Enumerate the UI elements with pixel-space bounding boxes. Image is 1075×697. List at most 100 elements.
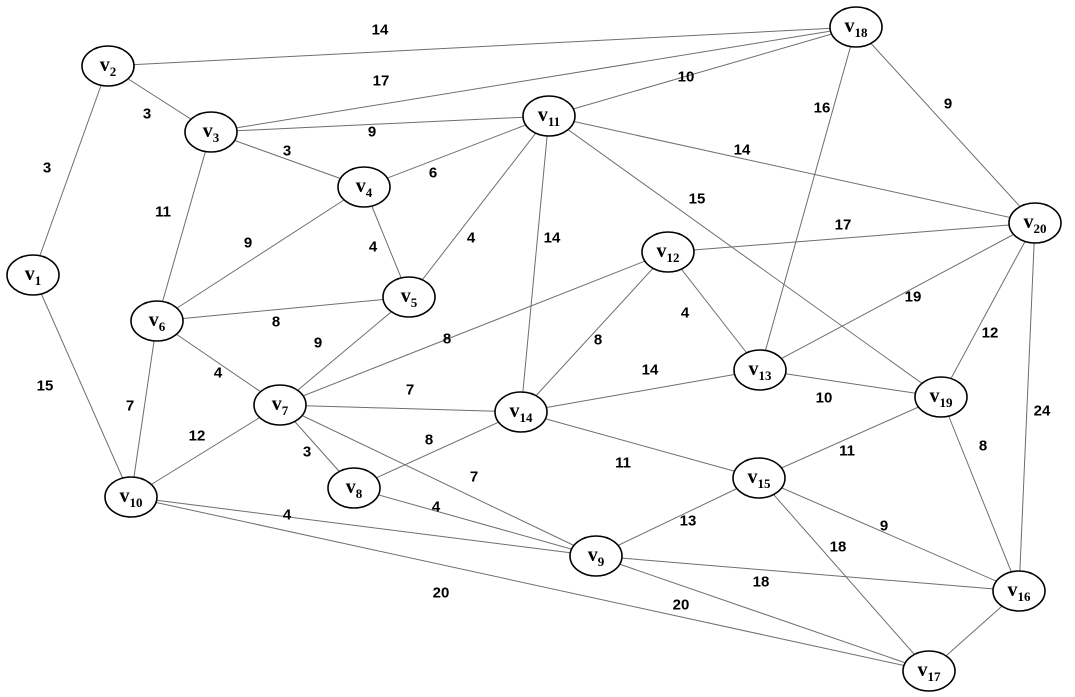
edge-weight-v18-v20: 9 (944, 96, 952, 113)
node-label: v1 (25, 263, 42, 288)
node-v20: v20 (1008, 202, 1062, 244)
node-label-subscript: 13 (759, 368, 773, 383)
edge-v12-v20 (667, 222, 1036, 253)
nodes-layer: v1v2v3v4v5v6v7v8v9v10v11v12v13v14v15v16v… (6, 6, 1062, 692)
node-ellipse (382, 276, 436, 318)
edge-weight-v11-v20: 14 (734, 142, 751, 159)
edge-v12-v13 (667, 251, 761, 371)
node-label-subscript: 7 (282, 403, 289, 418)
edge-weight-v3-v6: 11 (155, 204, 171, 221)
edge-v3-v11 (210, 115, 550, 133)
node-label-subscript: 16 (1018, 589, 1032, 604)
edge-v4-v6 (156, 186, 365, 322)
edge-weight-v5-v6: 8 (272, 314, 280, 331)
node-label: v10 (120, 485, 143, 510)
edge-v5-v11 (408, 115, 550, 298)
edge-v7-v14 (279, 404, 522, 413)
node-label-prefix: v (346, 476, 356, 498)
node-label-subscript: 2 (110, 64, 117, 79)
node-ellipse (6, 254, 60, 296)
edge-v18-v20 (855, 26, 1036, 224)
edge-weight-v5-v7: 9 (314, 335, 322, 352)
node-label-prefix: v (510, 400, 520, 422)
node-label-prefix: v (538, 104, 548, 126)
edge-weight-v13-v19: 10 (816, 390, 833, 407)
node-ellipse (733, 349, 787, 391)
edge-weight-v14-v15: 11 (615, 455, 631, 472)
edge-v9-v10 (130, 496, 597, 557)
edge-weight-v13-v14: 14 (642, 362, 659, 379)
edge-v11-v14 (520, 115, 550, 413)
edge-v13-v18 (759, 26, 857, 371)
edge-v4-v11 (363, 115, 550, 188)
edge-v9-v17 (595, 555, 930, 672)
node-label-prefix: v (930, 385, 940, 407)
edge-weight-v5-v11: 4 (467, 230, 476, 247)
edge-weight-v6-v10: 7 (126, 398, 134, 415)
node-label: v5 (401, 285, 418, 310)
node-label-subscript: 14 (520, 410, 534, 425)
node-v17: v17 (902, 650, 956, 692)
node-v8: v8 (327, 467, 381, 509)
edge-weight-v9-v15: 13 (680, 513, 697, 530)
node-v6: v6 (130, 300, 184, 342)
node-label: v13 (749, 358, 773, 383)
node-label-subscript: 10 (130, 495, 143, 510)
node-label-prefix: v (918, 659, 928, 681)
edge-weight-v9-v16: 18 (753, 574, 770, 591)
edge-v8-v9 (353, 487, 597, 557)
edge-v8-v14 (353, 411, 522, 489)
node-label: v20 (1024, 211, 1047, 236)
node-ellipse (130, 300, 184, 342)
edge-weight-v7-v9: 7 (470, 469, 478, 486)
node-ellipse (337, 166, 391, 208)
node-ellipse (522, 95, 576, 137)
edge-weight-v8-v9: 4 (432, 499, 441, 516)
node-label-subscript: 4 (366, 185, 373, 200)
node-label-subscript: 12 (667, 250, 680, 265)
edge-weight-v4-v11: 6 (429, 165, 437, 182)
edge-v19-v20 (940, 222, 1036, 398)
edge-v11-v20 (548, 115, 1036, 224)
edge-weight-v11-v18: 10 (678, 69, 695, 86)
node-v18: v18 (829, 6, 883, 48)
edge-weight-v7-v10: 12 (189, 428, 206, 445)
node-label-subscript: 15 (758, 476, 772, 491)
node-label-subscript: 5 (411, 295, 418, 310)
edge-weight-v4-v6: 9 (244, 235, 252, 252)
node-label-prefix: v (1024, 211, 1034, 233)
edge-weight-v19-v20: 12 (982, 325, 999, 342)
node-label-prefix: v (356, 175, 366, 197)
node-label: v2 (100, 54, 117, 79)
node-v2: v2 (81, 45, 135, 87)
node-ellipse (914, 376, 968, 418)
node-v14: v14 (494, 391, 548, 433)
edge-weight-v15-v19: 11 (839, 443, 855, 460)
node-v15: v15 (732, 457, 786, 499)
edge-weight-v12-v20: 17 (835, 217, 852, 234)
edge-weight-v15-v17: 18 (830, 539, 847, 556)
edge-v16-v19 (940, 396, 1020, 592)
edge-weight-v10-v17: 20 (433, 585, 450, 602)
node-label-prefix: v (100, 54, 110, 76)
edge-weight-v12-v13: 4 (681, 305, 690, 322)
node-label: v11 (538, 104, 560, 129)
node-label-prefix: v (749, 358, 759, 380)
node-label-prefix: v (1008, 579, 1018, 601)
node-label-subscript: 18 (855, 25, 869, 40)
edge-v7-v10 (130, 404, 281, 498)
node-ellipse (829, 6, 883, 48)
node-v10: v10 (104, 476, 158, 518)
edge-weight-v3-v11: 9 (368, 124, 376, 141)
edge-weight-v7-v14: 7 (406, 382, 414, 399)
edge-weight-v1-v10: 15 (37, 378, 54, 395)
edge-weight-v2-v3: 3 (143, 106, 151, 123)
edge-v7-v9 (279, 404, 597, 557)
node-v12: v12 (641, 231, 695, 273)
node-label: v14 (510, 400, 534, 425)
edge-v15-v19 (758, 396, 942, 479)
node-label-subscript: 20 (1034, 221, 1047, 236)
edge-weight-v13-v20: 19 (905, 289, 922, 306)
